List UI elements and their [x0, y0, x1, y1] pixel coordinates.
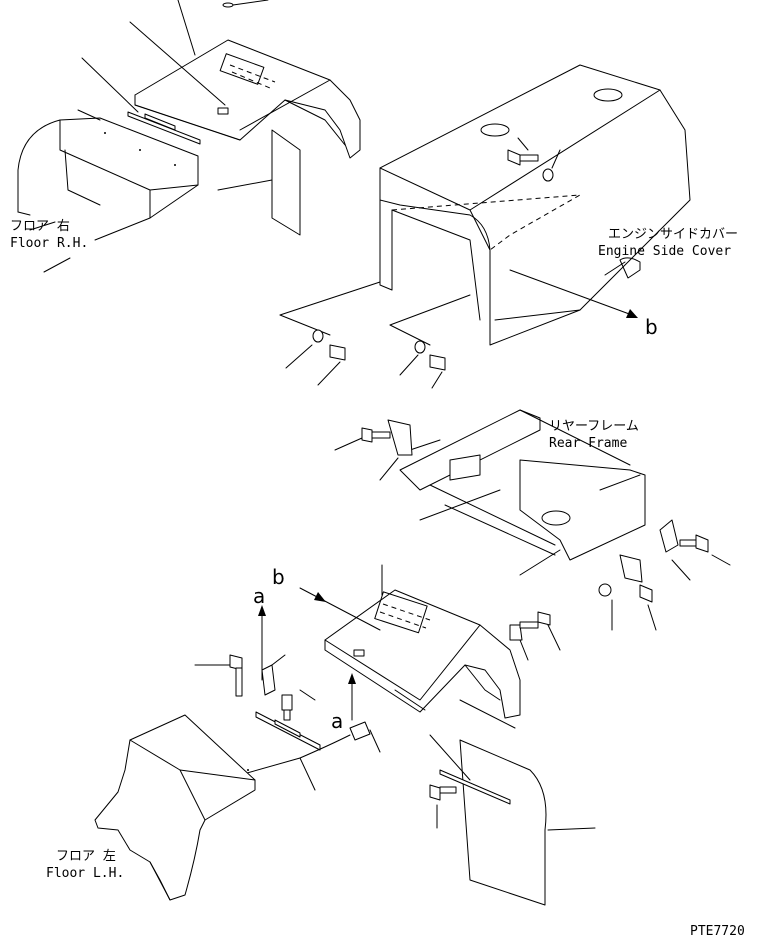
rear-frame-bolts — [334, 427, 731, 631]
floor-lh-bracket — [194, 605, 381, 791]
upper-bolts — [279, 137, 561, 389]
engine-side-cover — [379, 64, 691, 346]
rear-frame-label-jp: リヤーフレーム — [549, 419, 639, 434]
callout-b-bottom-letter: b — [272, 565, 285, 589]
rear-frame — [387, 409, 646, 576]
callout-b-top-letter: b — [645, 315, 658, 339]
floor-rh-label-jp: フロア 右 — [10, 219, 70, 234]
drawing-code: PTE7720 — [690, 924, 745, 939]
rear-frame-label-en: Rear Frame — [549, 436, 627, 451]
mud-flap-upper — [217, 129, 301, 236]
floor-lh — [94, 714, 256, 901]
fender-bolts — [509, 611, 561, 661]
callout-b-top — [509, 269, 638, 318]
callout-a-center-letter: a — [331, 709, 343, 733]
fender-cover-rh — [129, 0, 361, 159]
callout-b-bottom — [299, 587, 381, 631]
floor-plate-rh — [81, 57, 201, 145]
floor-rh-label-en: Floor R.H. — [10, 236, 88, 251]
floor-lh-label-en: Floor L.H. — [46, 866, 124, 881]
floor-rh — [17, 109, 199, 241]
engine-side-cover-label-jp: エンジンサイドカバー — [608, 227, 738, 242]
engine-side-cover-label-en: Engine Side Cover — [598, 244, 731, 259]
fender-cover-lh — [324, 564, 521, 719]
mud-flap-lower — [429, 699, 596, 906]
floor-lh-label-jp: フロア 左 — [56, 849, 116, 864]
callout-a-left-letter: a — [253, 584, 265, 608]
